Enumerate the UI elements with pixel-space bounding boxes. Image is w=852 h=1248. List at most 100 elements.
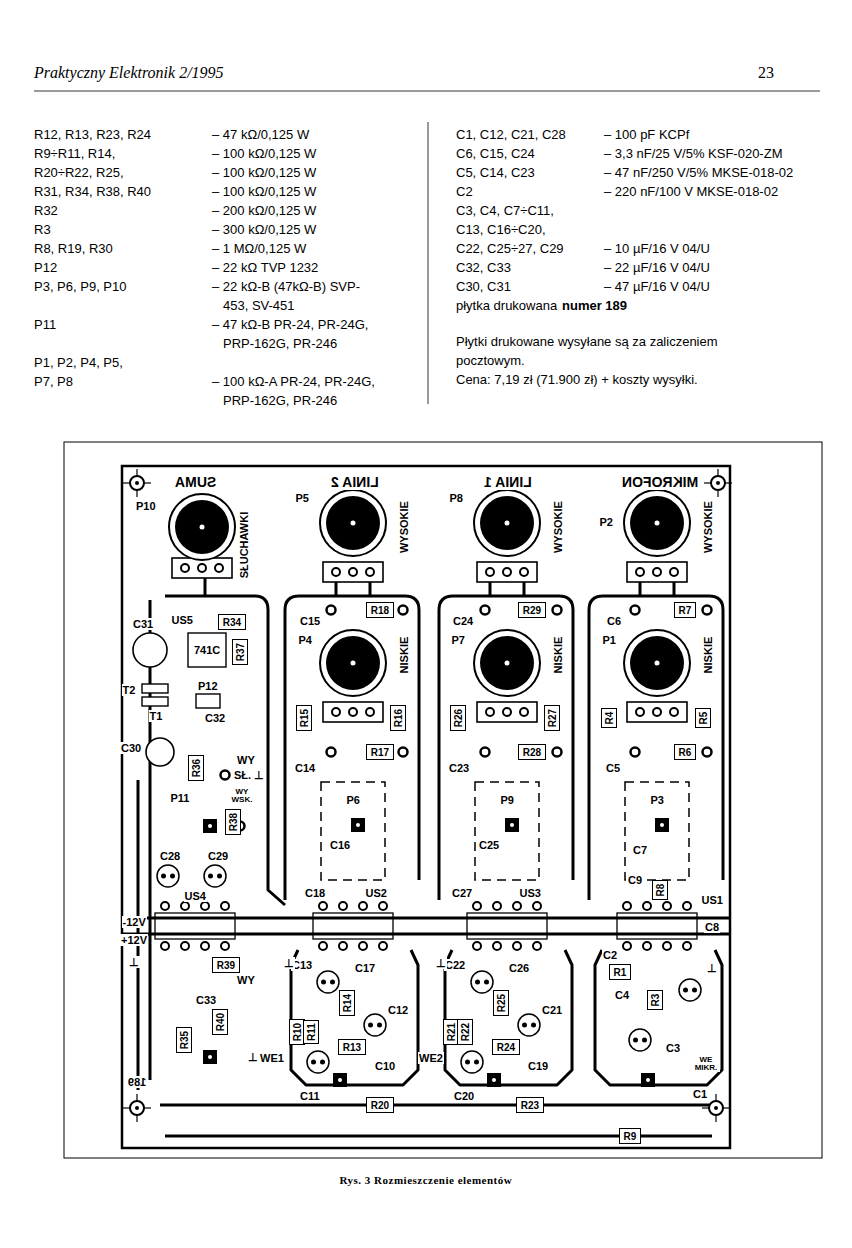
part-reference: R40	[215, 1013, 226, 1031]
parts-list-text: P1, P2, P4, P5, P7, P8	[34, 353, 134, 391]
component-symbol	[333, 1073, 347, 1087]
copper-trace	[204, 578, 207, 596]
resistor-symbol: R38	[225, 809, 241, 834]
part-reference: R39	[217, 960, 235, 971]
component-symbol	[629, 1029, 651, 1051]
component-label: P6	[346, 794, 361, 806]
component-symbol	[617, 902, 697, 950]
component-label: C4	[614, 989, 630, 1001]
component-symbol	[467, 902, 547, 950]
component-symbol	[471, 971, 493, 993]
copper-trace	[336, 582, 674, 596]
component-label: SŁ. ⊥	[233, 769, 265, 781]
component-label: WE1	[259, 1052, 285, 1064]
component-label: SŁUCHAWKI	[238, 511, 250, 580]
part-reference: R23	[521, 1100, 539, 1111]
component-label: C20	[453, 1090, 475, 1102]
component-label: P12	[197, 680, 219, 692]
parts-list-text: – 47 kΩ-B PR-24, PR-24G, PRP-162G, PR-24…	[212, 315, 391, 353]
component-label: ⊥	[435, 957, 447, 969]
component-label: WY	[236, 974, 256, 986]
component-label: C8	[704, 921, 720, 933]
resistor-symbol: R13	[338, 1039, 365, 1055]
part-reference: R26	[453, 709, 464, 727]
trimmer-outline	[625, 782, 689, 880]
component-label: C11	[299, 1090, 321, 1102]
resistor-symbol: R6	[674, 744, 696, 760]
component-symbol	[123, 469, 732, 1122]
component-symbol	[123, 469, 151, 497]
resistor-symbol: R5	[695, 708, 711, 728]
component-label: WE2	[418, 1052, 444, 1064]
component-label: P1	[602, 634, 617, 646]
resistor-symbol: R8	[652, 880, 668, 900]
component-symbol	[631, 748, 640, 757]
component-symbol	[327, 748, 336, 757]
parts-list-text: – 22 kΩ-B (47kΩ-B) SVP-453, SV-451	[212, 277, 373, 315]
component-label: P5	[295, 492, 310, 504]
component-label: ⊥	[706, 962, 718, 974]
component-label: C16	[329, 839, 351, 851]
trimmer-outline	[321, 782, 385, 880]
part-reference: R10	[292, 1023, 303, 1041]
resistor-symbol: R20	[366, 1097, 393, 1113]
component-label: C12	[387, 1004, 409, 1016]
component-label: US2	[365, 887, 388, 899]
part-reference: R24	[497, 1042, 515, 1053]
parts-list-text: C2	[456, 182, 473, 201]
component-label: C29	[207, 850, 229, 862]
copper-trace	[122, 933, 730, 936]
component-label: US3	[519, 887, 542, 899]
copper-trace	[291, 950, 418, 1085]
part-reference: R6	[679, 747, 692, 758]
component-label: T1	[149, 710, 164, 722]
parts-list-text: – 100 kΩ/0,125 W	[212, 144, 316, 163]
component-symbol	[481, 748, 490, 757]
part-reference: R27	[547, 709, 558, 727]
component-symbol	[399, 606, 408, 615]
component-symbol	[323, 562, 383, 582]
part-reference: R5	[698, 712, 709, 725]
parts-list-text: – 100 kΩ-A PR-24, PR-24G, PRP-162G, PR-2…	[212, 372, 391, 410]
component-symbol	[196, 694, 220, 708]
resistor-symbol: R26	[450, 705, 466, 730]
parts-list-text: – 100 kΩ/0,125 W	[212, 182, 316, 201]
figure-frame	[64, 442, 822, 1158]
parts-list-text: – 22 µF/16 V 04/U	[604, 258, 710, 277]
component-label: C33	[195, 994, 217, 1006]
part-reference: R18	[371, 605, 389, 616]
component-label: C2	[602, 949, 618, 961]
connector-label: WY WSK.	[227, 788, 257, 805]
component-symbol	[204, 865, 226, 887]
component-label: C28	[159, 850, 181, 862]
part-reference: R4	[604, 712, 615, 725]
component-label: NISKIE	[398, 636, 410, 675]
component-symbol	[317, 971, 339, 993]
component-label: -12V	[122, 916, 147, 928]
component-label: C24	[452, 615, 474, 627]
resistor-symbol: R15	[296, 705, 312, 730]
copper-trace	[595, 950, 722, 1085]
component-symbol	[477, 562, 537, 582]
component-label: C7	[632, 844, 648, 856]
component-symbol	[553, 606, 562, 615]
copper-trace	[160, 1104, 720, 1107]
parts-list-text: Cena: 7,19 zł (71.900 zł) + koszty wysył…	[456, 370, 698, 389]
component-symbol	[169, 494, 235, 560]
parts-list-text: P3, P6, P9, P10	[34, 277, 127, 296]
component-symbol	[157, 865, 179, 887]
component-label: NISKIE	[552, 636, 564, 675]
component-label: WYSOKIE	[398, 500, 410, 554]
parts-list-text: – 10 µF/16 V 04/U	[604, 239, 710, 258]
board-outline	[122, 466, 730, 1148]
parts-list-text: – 100 pF KCPf	[604, 125, 689, 144]
component-label: ⊥	[128, 956, 140, 968]
copper-trace	[122, 917, 730, 920]
parts-list-text: R12, R13, R23, R24	[34, 125, 151, 144]
resistor-symbol: R3	[647, 990, 663, 1010]
resistor-symbol: R17	[366, 744, 393, 760]
component-symbol	[133, 633, 167, 667]
component-label: P9	[500, 794, 515, 806]
component-symbol	[320, 630, 386, 696]
parts-list-text: P12	[34, 258, 57, 277]
